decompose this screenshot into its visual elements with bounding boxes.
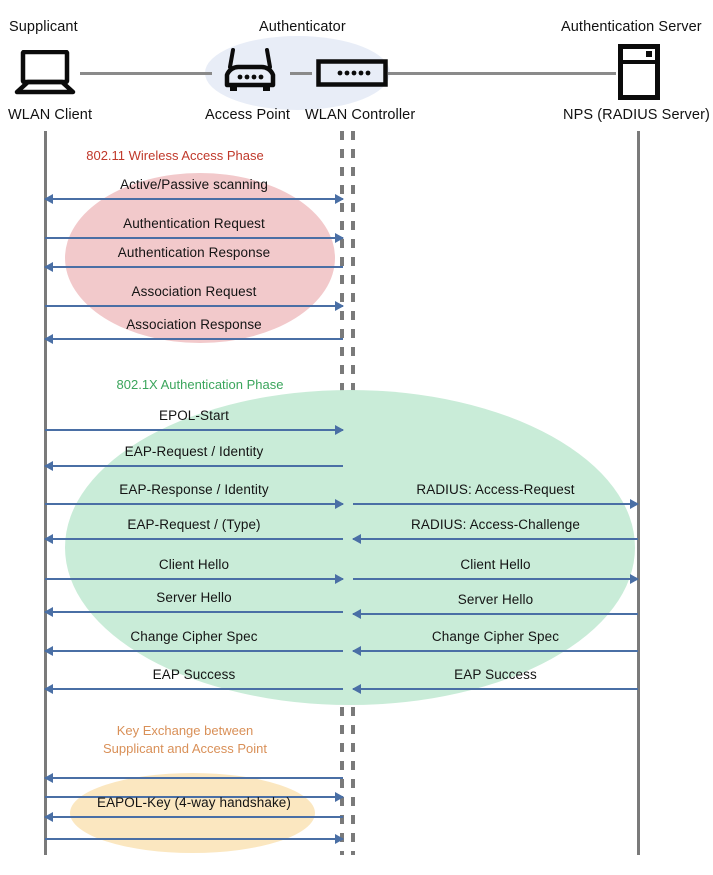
lifeline-authentication-server: [637, 131, 640, 855]
arrowhead-left-icon: [44, 461, 53, 471]
link-client-to-ap: [80, 72, 212, 75]
arrowhead-left-icon: [44, 334, 53, 344]
arrowhead-left-icon: [44, 534, 53, 544]
arrow-shaft: [45, 578, 343, 580]
phase-title-key-exchange-line2: Supplicant and Access Point: [102, 741, 268, 756]
arrowhead-left-icon: [44, 812, 53, 822]
message-label: EAP Success: [454, 667, 537, 682]
phase-title-key-exchange-line1: Key Exchange between: [116, 723, 254, 738]
arrowhead-left-icon: [44, 773, 53, 783]
arrow-shaft: [45, 650, 343, 652]
arrow-shaft: [45, 816, 343, 818]
message-label: EAP Success: [152, 667, 236, 682]
message-label: Client Hello: [460, 557, 531, 572]
arrowhead-left-icon: [44, 262, 53, 272]
arrow-shaft: [45, 503, 343, 505]
role-title-authenticator: Authenticator: [259, 19, 346, 35]
arrow-shaft: [353, 538, 638, 540]
message-label: RADIUS: Access-Challenge: [411, 517, 580, 532]
message-label: Change Cipher Spec: [130, 629, 258, 644]
wireless-access-point-icon: [219, 47, 281, 95]
arrowhead-left-icon: [44, 607, 53, 617]
phase-blob-dot1x-auth: [65, 390, 635, 705]
arrowhead-right-icon: [335, 499, 344, 509]
link-controller-to-server: [388, 72, 616, 75]
arrow-shaft: [45, 838, 343, 840]
node-label-wlan-client: WLAN Client: [8, 107, 93, 123]
message-label: EAP-Request / (Type): [127, 517, 261, 532]
arrowhead-left-icon: [352, 609, 361, 619]
message-label: Authentication Request: [123, 216, 265, 231]
wlan-controller-icon: [316, 59, 388, 87]
message-label: Server Hello: [156, 590, 232, 605]
arrowhead-left-icon: [44, 194, 53, 204]
node-label-wlan-controller: WLAN Controller: [305, 107, 416, 123]
arrowhead-right-icon: [335, 301, 344, 311]
arrowhead-left-icon: [44, 646, 53, 656]
link-ap-to-controller: [290, 72, 312, 75]
arrow-shaft: [45, 688, 343, 690]
arrow-shaft: [45, 305, 343, 307]
message-label: Authentication Response: [117, 245, 271, 260]
lifeline-supplicant: [44, 131, 47, 855]
message-label: Client Hello: [158, 557, 230, 572]
arrow-shaft: [353, 503, 638, 505]
arrow-shaft: [353, 613, 638, 615]
arrow-shaft: [45, 429, 343, 431]
arrowhead-right-icon: [335, 834, 344, 844]
message-label: Active/Passive scanning: [120, 177, 268, 192]
arrowhead-left-icon: [352, 534, 361, 544]
arrowhead-right-icon: [335, 792, 344, 802]
phase-title-wireless-access: 802.11 Wireless Access Phase: [86, 148, 264, 163]
arrow-shaft: [45, 538, 343, 540]
role-title-authentication-server: Authentication Server: [561, 19, 702, 35]
phase-blob-key-exchange: [70, 773, 315, 853]
arrow-shaft: [45, 266, 343, 268]
arrow-shaft: [353, 578, 638, 580]
arrow-shaft: [353, 688, 638, 690]
arrowhead-right-icon: [630, 499, 639, 509]
arrowhead-right-icon: [630, 574, 639, 584]
arrow-shaft: [45, 777, 343, 779]
node-label-nps-radius-server: NPS (RADIUS Server): [563, 107, 710, 123]
message-label: EAPOL-Key (4-way handshake): [96, 795, 292, 810]
message-label: Association Response: [126, 317, 262, 332]
arrow-shaft: [45, 237, 343, 239]
node-label-access-point: Access Point: [205, 107, 291, 123]
message-label: Association Request: [131, 284, 257, 299]
message-label: EPOL-Start: [158, 408, 230, 423]
laptop-icon: [14, 49, 76, 95]
phase-blob-wireless-access: [65, 173, 335, 343]
role-title-supplicant: Supplicant: [9, 19, 78, 35]
arrowhead-left-icon: [352, 684, 361, 694]
arrowhead-right-icon: [335, 425, 344, 435]
message-label: Server Hello: [457, 592, 534, 607]
arrowhead-left-icon: [44, 684, 53, 694]
arrow-shaft: [45, 198, 343, 200]
phase-title-dot1x-auth: 802.1X Authentication Phase: [116, 377, 284, 392]
server-icon: [618, 44, 660, 100]
arrow-shaft: [353, 650, 638, 652]
arrowhead-right-icon: [335, 574, 344, 584]
message-label: RADIUS: Access-Request: [416, 482, 575, 497]
arrow-shaft: [45, 465, 343, 467]
arrowhead-right-icon: [335, 194, 344, 204]
message-label: EAP-Response / Identity: [119, 482, 269, 497]
arrow-shaft: [45, 796, 343, 798]
arrowhead-right-icon: [335, 233, 344, 243]
arrowhead-left-icon: [352, 646, 361, 656]
arrow-shaft: [45, 611, 343, 613]
message-label: EAP-Request / Identity: [124, 444, 264, 459]
arrow-shaft: [45, 338, 343, 340]
message-label: Change Cipher Spec: [431, 629, 560, 644]
